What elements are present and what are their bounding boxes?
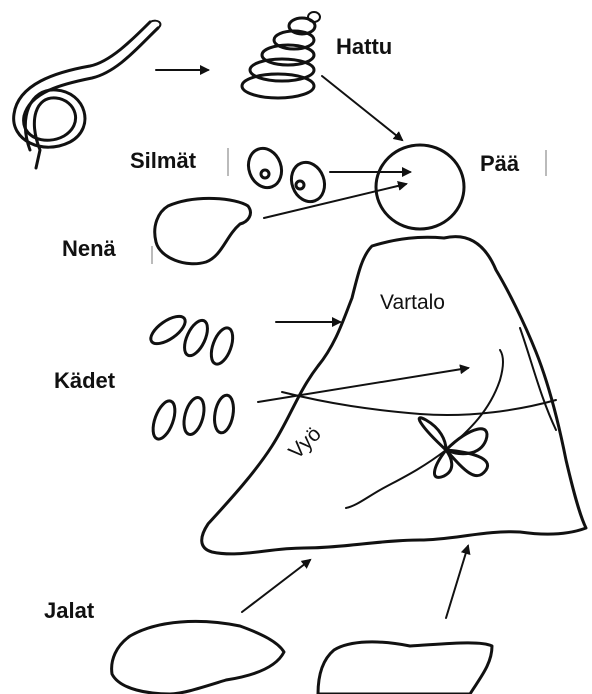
body-drawing — [202, 237, 586, 554]
legs-label: Jalat — [44, 600, 94, 622]
belt-drawing — [282, 328, 556, 508]
arrow-left-leg-to-body — [242, 560, 310, 612]
body-label: Vartalo — [380, 292, 445, 313]
hat-label: Hattu — [336, 36, 392, 58]
arrow-hands-to-body-bottom — [258, 368, 468, 402]
hat-drawing — [242, 12, 320, 98]
hands-label: Kädet — [54, 370, 115, 392]
nose-drawing — [155, 198, 251, 263]
head-label: Pää — [480, 153, 519, 175]
nose-label: Nenä — [62, 238, 116, 260]
arrow-right-leg-to-body — [446, 546, 468, 618]
eyes-label: Silmät — [130, 150, 196, 172]
eyes-drawing — [243, 144, 330, 207]
right-leg-drawing — [318, 642, 492, 694]
arrow-hat-to-head — [322, 76, 402, 140]
hands-drawing — [146, 311, 237, 442]
left-leg-drawing — [112, 621, 284, 694]
yarn-strand-drawing — [14, 21, 161, 168]
